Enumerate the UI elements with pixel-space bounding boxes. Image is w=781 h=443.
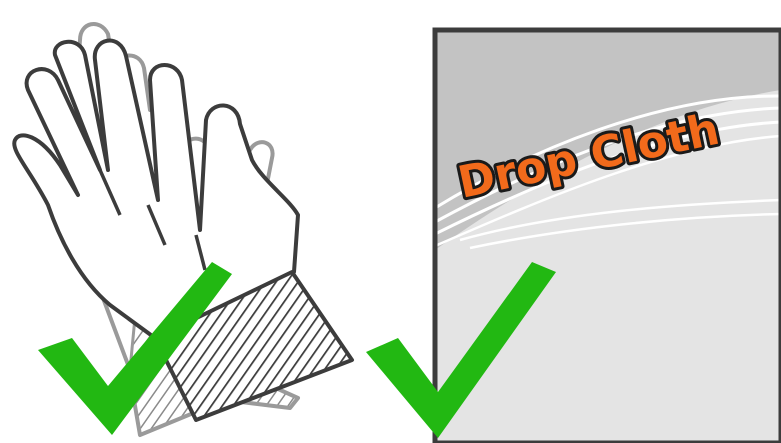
drop-cloth-icon: Drop Cloth — [435, 30, 781, 443]
